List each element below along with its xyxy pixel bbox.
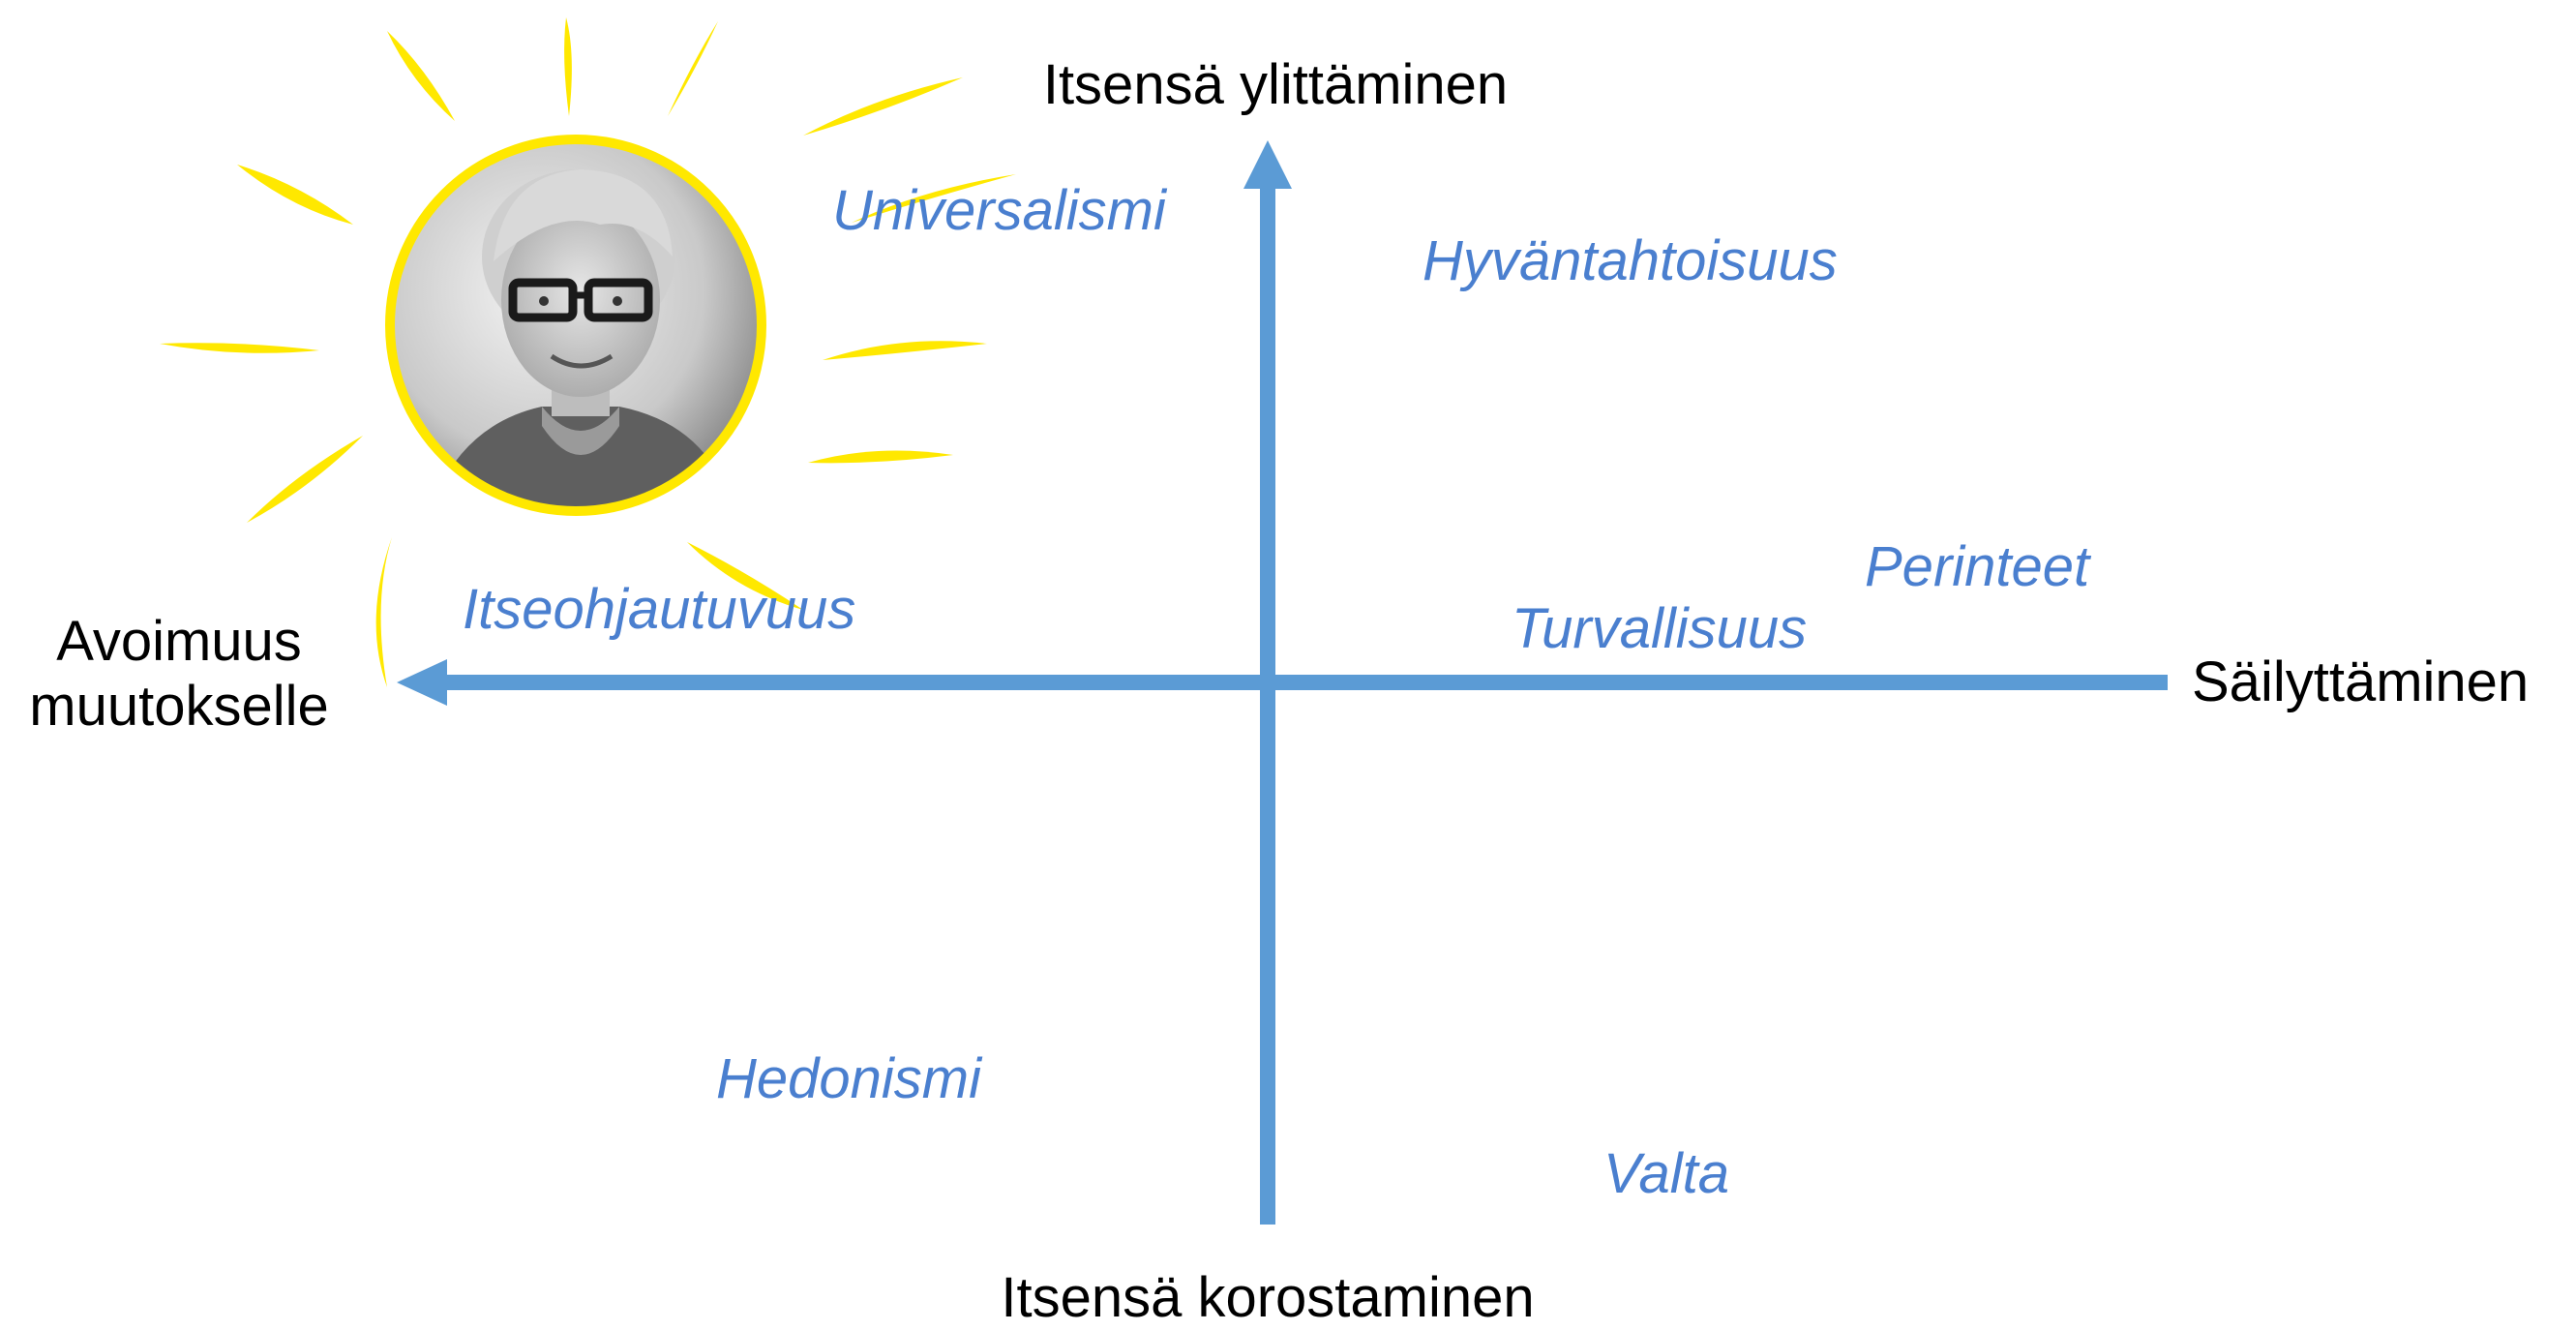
axis-label-left-line1: Avoimuus xyxy=(56,610,302,673)
axis-label-left: Avoimuus muutokselle xyxy=(29,610,328,739)
value-itseohjautuvuus: Itseohjautuvuus xyxy=(463,578,856,641)
axis-label-right: Säilyttäminen xyxy=(2192,650,2530,713)
axis-label-left-line2: muutokselle xyxy=(29,674,329,738)
value-turvallisuus: Turvallisuus xyxy=(1512,597,1808,660)
left-arrow-icon xyxy=(397,659,447,706)
up-arrow-icon xyxy=(1243,140,1292,189)
value-hyvantahtoisuus: Hyväntahtoisuus xyxy=(1423,229,1838,292)
axis-label-top: Itsensä ylittäminen xyxy=(1042,53,1509,116)
value-hedonismi: Hedonismi xyxy=(716,1047,981,1110)
sun-rays-icon xyxy=(160,17,1016,687)
value-universalismi: Universalismi xyxy=(832,179,1166,242)
axes xyxy=(397,140,2168,1225)
person-portrait-photo xyxy=(385,135,766,516)
value-perinteet: Perinteet xyxy=(1865,535,2090,598)
value-valta: Valta xyxy=(1603,1142,1730,1205)
axis-label-bottom: Itsensä korostaminen xyxy=(1001,1266,1535,1329)
